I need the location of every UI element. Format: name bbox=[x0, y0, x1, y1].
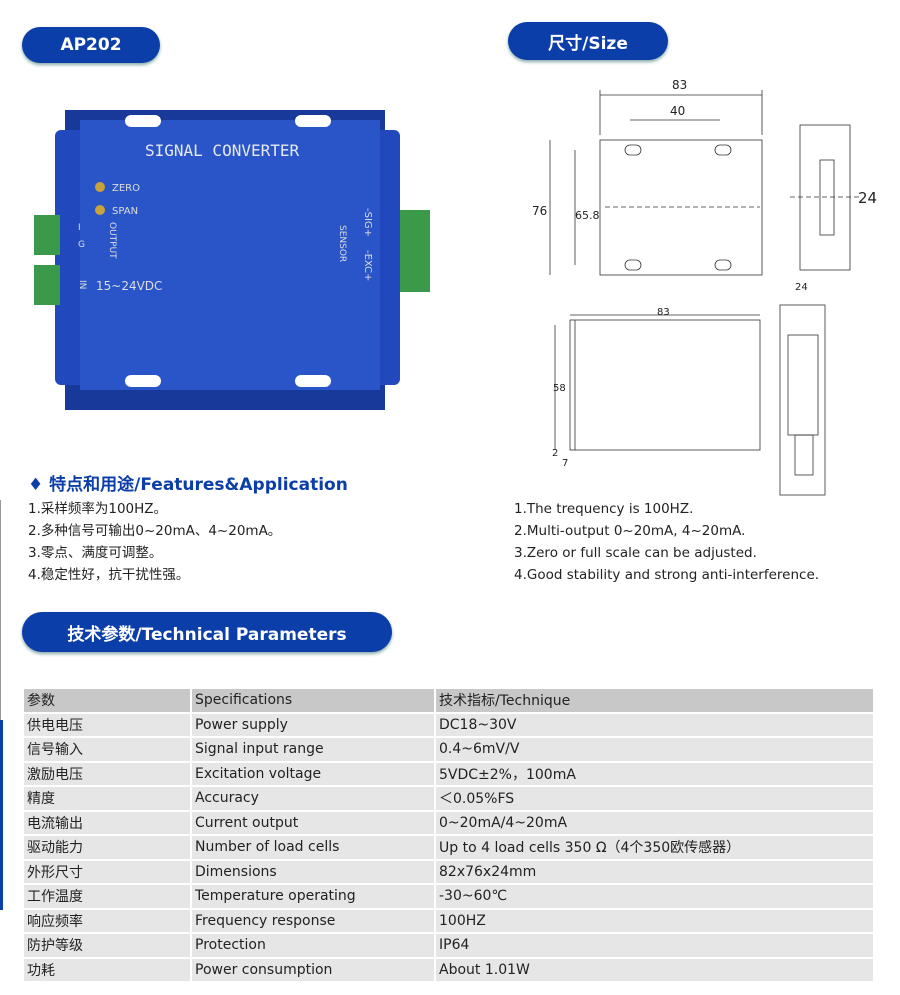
table-cell: Excitation voltage bbox=[192, 762, 434, 785]
feature-item: 2.Multi-output 0~20mA, 4~20mA. bbox=[514, 523, 746, 539]
size-badge: 尺寸/Size bbox=[508, 22, 668, 60]
feature-item: 1.采样频率为100HZ。 bbox=[28, 501, 168, 517]
table-cell: 技术指标/Technique bbox=[436, 689, 873, 712]
feature-item: 3.零点、满度可调整。 bbox=[28, 545, 163, 561]
sensor-label: SENSOR bbox=[337, 225, 347, 262]
table-cell: 供电电压 bbox=[24, 713, 190, 736]
table-cell: Signal input range bbox=[192, 738, 434, 761]
dim-2: 2 bbox=[552, 448, 558, 459]
feature-item: 3.Zero or full scale can be adjusted. bbox=[514, 545, 757, 561]
table-cell: 电流输出 bbox=[24, 811, 190, 834]
dim-65-8: 65.8 bbox=[575, 209, 600, 222]
table-cell: 精度 bbox=[24, 787, 190, 810]
table-cell: Accuracy bbox=[192, 787, 434, 810]
table-cell: Dimensions bbox=[192, 860, 434, 883]
sig-label: -SIG+ bbox=[362, 208, 373, 237]
feature-item: 4.Good stability and strong anti-interfe… bbox=[514, 567, 820, 583]
table-cell: Temperature operating bbox=[192, 885, 434, 908]
features-list-en: 1.The trequency is 100HZ. 2.Multi-output… bbox=[514, 498, 819, 586]
table-cell: 5VDC±2%，100mA bbox=[436, 762, 873, 785]
feature-item: 2.多种信号可输出0~20mA、4~20mA。 bbox=[28, 523, 282, 539]
dim-40: 40 bbox=[670, 104, 685, 118]
table-cell: Current output bbox=[192, 811, 434, 834]
table-cell: 防护等级 bbox=[24, 934, 190, 957]
table-cell: -30~60℃ bbox=[436, 885, 873, 908]
table-cell: Number of load cells bbox=[192, 836, 434, 859]
page-edge-line bbox=[0, 500, 1, 910]
span-label: SPAN bbox=[112, 206, 138, 217]
table-cell: 工作温度 bbox=[24, 885, 190, 908]
dim-24: 24 bbox=[858, 189, 877, 207]
model-badge: AP202 bbox=[22, 27, 160, 63]
page-edge-accent bbox=[0, 720, 3, 910]
table-cell: IP64 bbox=[436, 934, 873, 957]
dim-7: 7 bbox=[562, 458, 568, 469]
table-cell: 0~20mA/4~20mA bbox=[436, 811, 873, 834]
product-label: SIGNAL CONVERTER bbox=[145, 141, 299, 160]
dim-76: 76 bbox=[532, 204, 547, 218]
feature-item: 1.The trequency is 100HZ. bbox=[514, 501, 694, 517]
table-cell: ＜0.05%FS bbox=[436, 787, 873, 810]
voltage-label: 15~24VDC bbox=[96, 279, 162, 293]
table-cell: Specifications bbox=[192, 689, 434, 712]
table-cell: Frequency response bbox=[192, 909, 434, 932]
feature-item: 4.稳定性好，抗干扰性强。 bbox=[28, 567, 190, 583]
table-cell: 激励电压 bbox=[24, 762, 190, 785]
dim-83-side: 83 bbox=[657, 307, 670, 318]
table-cell: 参数 bbox=[24, 689, 190, 712]
table-cell: Power supply bbox=[192, 713, 434, 736]
table-cell: Up to 4 load cells 350 Ω（4个350欧传感器） bbox=[436, 836, 873, 859]
table-cell: Power consumption bbox=[192, 958, 434, 981]
table-cell: 0.4~6mV/V bbox=[436, 738, 873, 761]
features-list-zh: 1.采样频率为100HZ。 2.多种信号可输出0~20mA、4~20mA。 3.… bbox=[28, 498, 281, 586]
product-image: SIGNAL CONVERTER ZERO SPAN I G OUTPUT IN… bbox=[34, 110, 430, 410]
output-label: OUTPUT bbox=[107, 222, 117, 259]
g-label: G bbox=[78, 240, 85, 250]
table-cell: 功耗 bbox=[24, 958, 190, 981]
dim-24-side: 24 bbox=[795, 282, 808, 293]
zero-label: ZERO bbox=[112, 183, 140, 194]
table-cell: 驱动能力 bbox=[24, 836, 190, 859]
table-cell: 响应频率 bbox=[24, 909, 190, 932]
table-cell: 100HZ bbox=[436, 909, 873, 932]
table-cell: 信号输入 bbox=[24, 738, 190, 761]
dim-58: 58 bbox=[553, 383, 566, 394]
table-cell: 外形尺寸 bbox=[24, 860, 190, 883]
i-label: I bbox=[78, 223, 81, 233]
exc-label: -EXC+ bbox=[362, 250, 373, 281]
in-label: IN bbox=[77, 280, 87, 289]
table-cell: 82x76x24mm bbox=[436, 860, 873, 883]
params-badge: 技术参数/Technical Parameters bbox=[22, 612, 392, 652]
dimension-drawing: 83 40 76 65.8 24 83 24 58 2 7 bbox=[532, 78, 877, 496]
table-cell: Protection bbox=[192, 934, 434, 957]
features-title: ♦ 特点和用途/Features&Application bbox=[28, 475, 348, 495]
table-cell: About 1.01W bbox=[436, 958, 873, 981]
table-cell: DC18~30V bbox=[436, 713, 873, 736]
dim-83: 83 bbox=[672, 78, 687, 92]
